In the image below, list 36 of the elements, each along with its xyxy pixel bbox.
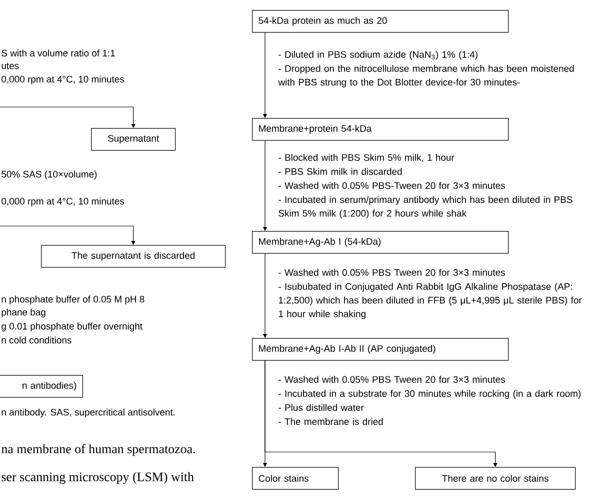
process-box: Color stains — [252, 467, 339, 490]
step-text: - Dropped on the nitrocellulose membrane which has been moistened with PBS strung to the Dot Blotter device-for 30 minutes- — [278, 64, 574, 88]
process-box: Membrane+protein 54-kDa — [252, 118, 509, 141]
step-text: phane bag — [2, 308, 46, 318]
step-text: - Washed with 0.05% PBS Tween 20 for 3×3 minutes — [278, 268, 505, 276]
step-text: - Plus distilled water — [278, 404, 364, 411]
step-text: - Washed with 0.05% PBS-Tween 20 for 3×3 minutes — [278, 182, 505, 189]
step-text: - Blocked with PBS Skim 5% milk, 1 hour — [278, 154, 454, 162]
step-text: 0,000 rpm at 4°C, 10 minutes — [2, 198, 124, 206]
process-box: The supernatant is discarded — [41, 245, 226, 268]
step-text: - PBS Skim milk in discarded — [278, 168, 402, 175]
step-text: n antibody. SAS, supercritical antisolvent. — [2, 408, 175, 418]
step-text: - Incubated in serum/primary antibody which has been diluted in PBS Skim 5% milk (1:200) for 2 hours while shak — [278, 196, 572, 218]
step-text: - Washed with 0.05% PBS Tween 20 for 3×3 minutes — [278, 376, 505, 383]
step-text: - Isububated in Conjugated Anti Rabbit IgG Alkaline Phospatase (AP: 1:2,500) which has been diluted in FFB (5 μL+4,995 μL sterile PBS) for 1 hour while shaking — [278, 282, 582, 320]
step-text: - The membrane is dried — [278, 418, 383, 425]
process-box: Supernatant — [91, 128, 176, 151]
body-text: ser scanning microscopy (LSM) with — [2, 472, 194, 484]
body-text: na membrane of human spermatozoa. — [2, 444, 195, 456]
step-text: g 0.01 phosphate buffer overnight — [2, 322, 142, 332]
process-box: There are no color stains — [415, 467, 576, 490]
arrow — [0, 106, 136, 128]
arrow — [264, 360, 498, 467]
step-text: utes — [2, 62, 19, 70]
process-box: 54-kDa protein as much as 20 — [252, 10, 509, 33]
process-box: Membrane+Ag-Ab I (54-kDa) — [252, 231, 509, 254]
step-text: n phosphate buffer of 0.05 M pH 8 — [2, 296, 144, 304]
arrow — [0, 226, 136, 245]
step-text: 0,000 rpm at 4°C, 10 minutes — [2, 76, 124, 84]
step-text: 50% SAS (10×volume) — [2, 170, 97, 180]
process-box: Membrane+Ag-Ab I-Ab II (AP conjugated) — [252, 338, 509, 361]
step-text: S with a volume ratio of 1:1 — [2, 50, 115, 56]
step-text: - Incubated in a substrate for 30 minutes while rocking (in a dark room) — [278, 390, 581, 399]
step-text: n cold conditions — [2, 336, 72, 344]
process-box: n antibodies) — [0, 375, 83, 398]
step-text: - Diluted in PBS sodium azide (NaN$_{3}$) 1% (1:4) — [278, 50, 478, 60]
